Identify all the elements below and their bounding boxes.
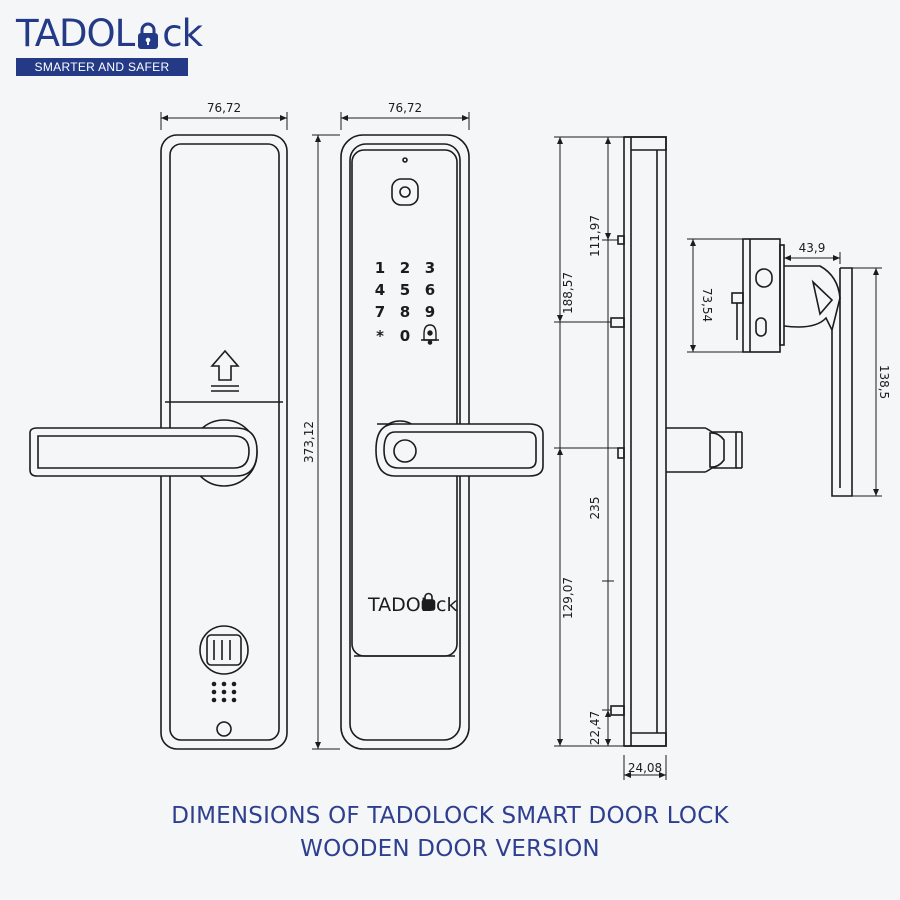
- back-sensor-dot: [402, 157, 408, 163]
- handle-base-pin: [731, 292, 744, 304]
- keypad-key: *: [376, 327, 384, 345]
- speaker-grille: [211, 681, 237, 703]
- side-screw-2: [610, 317, 625, 328]
- front-handle-inner: [37, 435, 250, 469]
- device-logo: TADOL ck: [367, 592, 457, 616]
- front-lower-button: [216, 721, 232, 737]
- handle-detail-view: [731, 238, 853, 497]
- dim-spindle-bottom: 235: [588, 497, 602, 520]
- handle-arm-lower: [783, 316, 833, 331]
- back-view: [340, 134, 544, 750]
- front-handle: [29, 427, 258, 477]
- fingerprint-icon: [391, 178, 419, 206]
- padlock-icon: [135, 19, 161, 49]
- keypad: 1 2 3 4 5 6 7 8 9 * 0: [375, 259, 435, 345]
- handle-base: [742, 238, 781, 353]
- back-handle-knob: [393, 439, 417, 463]
- dim-handle-reach: 43,9: [799, 241, 826, 255]
- dimension-labels: 76,72 76,72 373,12 111,97 188,57 235 129…: [207, 101, 891, 775]
- keypad-key: 4: [375, 281, 385, 299]
- brand-name-prefix: TADOL: [16, 12, 135, 55]
- caption-subtitle: WOODEN DOOR VERSION: [300, 836, 600, 862]
- front-view: [29, 112, 288, 750]
- dim-spindle-lower-point: 129,07: [561, 577, 575, 619]
- dim-back-width: 76,72: [388, 101, 422, 115]
- key-cylinder-icon: [199, 625, 249, 675]
- keypad-key: 9: [425, 303, 435, 321]
- keypad-key: 0: [400, 327, 410, 345]
- dim-front-width: 76,72: [207, 101, 241, 115]
- fingerprint-ring: [399, 186, 411, 198]
- brand-tagline: SMARTER AND SAFER: [16, 58, 188, 76]
- back-handle: [375, 423, 544, 477]
- handle-arm-facet: [811, 279, 834, 316]
- side-screw-3: [617, 447, 625, 459]
- back-panel: [351, 149, 458, 657]
- dim-handle-height: 138,5: [877, 365, 891, 399]
- keypad-key: 3: [425, 259, 435, 277]
- handle-base-hole: [755, 268, 773, 288]
- brand-logo: TADOL ck SMARTER AND SAFER: [16, 12, 203, 76]
- caption-title: DIMENSIONS OF TADOLOCK SMART DOOR LOCK: [171, 803, 729, 829]
- side-screw-1: [617, 235, 625, 245]
- bell-icon: [421, 324, 439, 345]
- dimension-lines: [312, 112, 882, 780]
- device-padlock-icon: [421, 592, 436, 611]
- side-screw-4: [610, 705, 625, 716]
- dim-bottom-offset: 22,47: [588, 711, 602, 745]
- dimension-arrowheads: [161, 115, 879, 778]
- dim-lower-screw: 188,57: [561, 272, 575, 314]
- brand-name: TADOL ck: [16, 12, 203, 55]
- dim-upper-screw: 111,97: [588, 215, 602, 257]
- keypad-key: 1: [375, 259, 385, 277]
- side-spindle-tip: [709, 432, 725, 468]
- dim-side-depth: 24,08: [628, 761, 662, 775]
- keypad-key: 7: [375, 303, 385, 321]
- back-handle-inner: [383, 431, 537, 469]
- side-bottom-edge: [624, 732, 667, 747]
- keypad-key: 5: [400, 281, 410, 299]
- side-top-edge: [624, 136, 667, 151]
- keypad-key: 2: [400, 259, 410, 277]
- device-logo-suffix: ck: [436, 594, 457, 616]
- arrow-up-icon: [210, 349, 240, 392]
- side-spindle: [666, 427, 737, 473]
- side-view: [610, 136, 743, 747]
- dim-total-height: 373,12: [302, 421, 316, 463]
- handle-arm: [784, 265, 853, 497]
- keypad-key: 8: [400, 303, 410, 321]
- device-logo-prefix: TADOL: [367, 594, 432, 616]
- keypad-key: 6: [425, 281, 435, 299]
- handle-base-slot: [755, 317, 767, 337]
- brand-name-suffix: ck: [162, 12, 203, 55]
- dim-handle-base-height: 73,54: [700, 288, 714, 322]
